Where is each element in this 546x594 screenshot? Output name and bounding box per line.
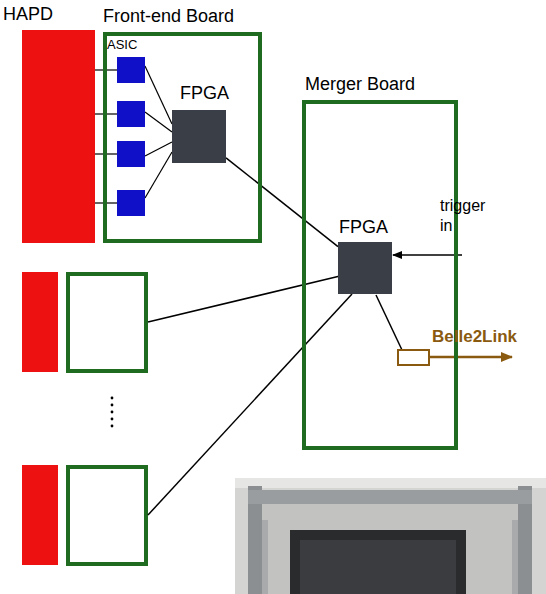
box-heading: Merger Board: [305, 74, 415, 94]
box-heading: FPGA: [180, 83, 229, 103]
box-heading: Front-end Board: [103, 6, 234, 26]
signal-line: [226, 158, 338, 247]
box-heading: FPGA: [339, 217, 388, 237]
hapd-block: HAPD: [22, 30, 95, 243]
rack-photo: [235, 478, 546, 594]
box-heading: HAPD: [3, 4, 53, 24]
link-name: Belle2Link: [432, 326, 517, 347]
part-name: ASIC: [107, 36, 137, 53]
fpga-chip: FPGA: [338, 242, 392, 294]
trigger-arrow: [393, 254, 462, 256]
fpga-chip: FPGA: [172, 110, 226, 163]
front-end-board: Front-end BoardFPGA: [103, 32, 262, 243]
merger-board: Merger BoardFPGA: [302, 100, 458, 450]
signal-name: trigger in: [440, 196, 498, 236]
